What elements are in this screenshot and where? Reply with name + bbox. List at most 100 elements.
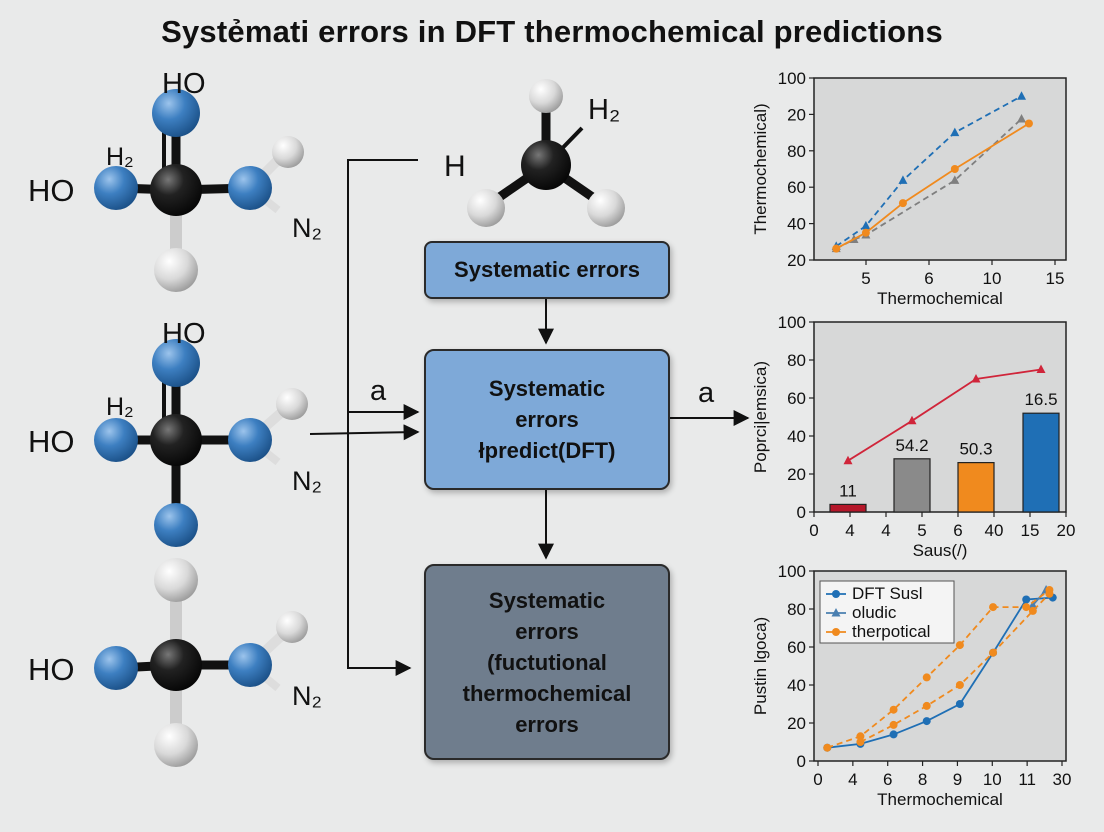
chart-1-data-point bbox=[950, 127, 960, 137]
chart-3-legend-label: therpotical bbox=[852, 622, 930, 641]
chart-3-data-point bbox=[922, 673, 931, 682]
chart-3-data-point bbox=[1022, 595, 1031, 604]
chart-2-bar bbox=[893, 458, 931, 513]
chart-3-series-line bbox=[827, 589, 1050, 749]
chart-top: 204060802010056101510ThermochemicalTherm… bbox=[751, 69, 1067, 308]
arrow-left-label: a bbox=[370, 375, 387, 407]
chart-3-legend-marker bbox=[831, 608, 841, 617]
chart-2-ytick-label: 0 bbox=[797, 503, 806, 522]
chart-3-data-point bbox=[922, 701, 931, 710]
molecule-1: HO H₂ HO N₂ bbox=[28, 68, 322, 292]
chart-3-ytick-label: 40 bbox=[787, 676, 806, 695]
flow-box-systematic-errors: Systematic errors bbox=[424, 241, 670, 299]
chart-1-xtick-label: 5 bbox=[861, 269, 870, 288]
molecule-2-n2-label: N₂ bbox=[292, 466, 322, 496]
chart-1-data-point bbox=[1017, 91, 1027, 100]
chart-3-data-point bbox=[856, 738, 865, 746]
arrow-right-label: a bbox=[698, 377, 715, 409]
chart-3-data-point bbox=[1028, 600, 1038, 609]
chart-3-ytick-label: 60 bbox=[787, 638, 806, 657]
center-h2-label: H₂ bbox=[588, 94, 620, 126]
flow-box-3-text: Systematic errors (fuctutional thermoche… bbox=[462, 587, 632, 737]
chart-1-xtick-label: 6 bbox=[924, 269, 933, 288]
chart-1-data-point bbox=[832, 244, 841, 253]
chart-1-data-point bbox=[950, 175, 960, 184]
chart-1-data-point bbox=[898, 175, 908, 184]
chart-2-xtick-label: 15 bbox=[1021, 521, 1040, 540]
chart-3-data-point bbox=[823, 743, 832, 752]
chart-3-legend-marker bbox=[832, 628, 840, 636]
page-title: Systẻmati errors in DFT thermochemical p… bbox=[161, 14, 943, 49]
molecule-2-top-label: HO bbox=[162, 318, 206, 350]
molecule-3: HO N₂ bbox=[28, 558, 322, 767]
molecule-3-left-label: HO bbox=[28, 652, 75, 687]
chart-3-data-point bbox=[1045, 589, 1054, 598]
chart-3-data-point bbox=[989, 603, 998, 612]
chart-2-xtick-label: 4 bbox=[845, 521, 854, 540]
chart-3-ylabel: Pustin lgoca) bbox=[751, 617, 770, 715]
chart-3-series-line bbox=[827, 596, 1053, 749]
chart-2-trend-line bbox=[847, 368, 1042, 462]
chart-2-trend-point bbox=[907, 415, 917, 425]
chart-2-xlabel: Saus(/) bbox=[913, 541, 968, 560]
molecule-1-h2-label: H₂ bbox=[106, 143, 134, 171]
chart-3-data-point bbox=[1022, 603, 1031, 612]
flow-box-1-text: Systematic errors bbox=[454, 257, 640, 282]
chart-2-xtick-label: 0 bbox=[809, 521, 818, 540]
chart-2-ytick-label: 60 bbox=[787, 389, 806, 408]
chart-1-ytick-label: 80 bbox=[787, 142, 806, 161]
chart-2-xtick-label: 6 bbox=[953, 521, 962, 540]
chart-1-plot-area bbox=[813, 77, 1067, 261]
chart-2-bar-label: 16.5 bbox=[1024, 390, 1057, 409]
chart-2-trend-point bbox=[1036, 364, 1046, 373]
chart-3-data-point bbox=[889, 730, 898, 739]
chart-3-xtick-label: 11 bbox=[1018, 770, 1036, 789]
chart-3-legend-label: oludic bbox=[852, 603, 897, 622]
flow-connectors bbox=[309, 159, 750, 676]
chart-2-bar bbox=[829, 503, 867, 513]
chart-2-bar bbox=[1022, 412, 1060, 513]
chart-1-ytick-label: 20 bbox=[787, 105, 806, 124]
chart-1-data-point bbox=[950, 165, 959, 173]
chart-1-ytick-label: 20 bbox=[787, 251, 806, 270]
chart-3-legend-marker bbox=[832, 590, 840, 598]
chart-3-xtick-label: 4 bbox=[848, 770, 857, 789]
chart-3-xtick-label: 9 bbox=[953, 770, 962, 789]
chart-3-data-point bbox=[955, 681, 964, 689]
flow-box-functional-errors: Systematic errors (fuctutional thermoche… bbox=[424, 564, 670, 760]
chart-3-data-point bbox=[889, 705, 898, 714]
chart-1-ylabel: Thermochemical) bbox=[751, 103, 770, 234]
chart-1-xtick-label: 15 bbox=[1046, 269, 1065, 288]
chart-1-data-point bbox=[861, 228, 870, 237]
molecule-2-left-label: HO bbox=[28, 424, 75, 459]
chart-2-bar bbox=[957, 462, 995, 513]
chart-2-ylabel: Poprci|emsica) bbox=[751, 361, 770, 473]
chart-2-bar-label: 50.3 bbox=[959, 440, 992, 459]
chart-2-bar-label: 11 bbox=[839, 481, 857, 500]
chart-2-xtick-label: 20 bbox=[1057, 521, 1076, 540]
chart-3-xlabel: Thermochemical bbox=[877, 790, 1003, 809]
chart-1-xlabel: Thermochemical bbox=[877, 289, 1003, 308]
chart-2-ytick-label: 80 bbox=[787, 351, 806, 370]
molecule-1-top-label: HO bbox=[162, 68, 206, 100]
center-h-label: H bbox=[444, 150, 466, 183]
chart-1-data-point bbox=[861, 220, 871, 230]
chart-3-data-point bbox=[989, 648, 998, 657]
chart-2-trend-point bbox=[971, 374, 981, 383]
chart-3-ytick-label: 80 bbox=[787, 600, 806, 619]
chart-2-xtick-label: 5 bbox=[917, 521, 926, 540]
molecule-1-left-label: HO bbox=[28, 173, 75, 208]
chart-2-xtick-label: 4 bbox=[881, 521, 890, 540]
molecule-1-n2-label: N₂ bbox=[292, 213, 322, 243]
chart-3-data-point bbox=[1028, 606, 1037, 615]
chart-1-ytick-label: 40 bbox=[787, 215, 806, 234]
chart-2-trend-point bbox=[843, 455, 853, 465]
chart-3-data-point bbox=[955, 641, 964, 650]
chart-3-ytick-label: 100 bbox=[778, 562, 806, 581]
chart-2-bar-label: 54.2 bbox=[895, 436, 928, 455]
molecule-3-n2-label: N₂ bbox=[292, 681, 322, 711]
chart-3-ytick-label: 20 bbox=[787, 714, 806, 733]
